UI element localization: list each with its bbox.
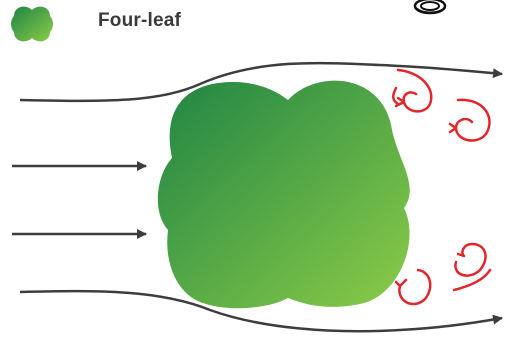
four-leaf-body: [157, 80, 410, 309]
legend-label: Four-leaf: [98, 10, 182, 31]
vortex-top-1: [394, 68, 433, 113]
vortex-top-2: [448, 98, 491, 142]
flow-line-bottom: [19, 289, 503, 333]
vortex-bottom-1: [394, 268, 432, 306]
scribble-logo-icon: [413, 0, 447, 15]
vortex-bottom-2: [454, 242, 487, 277]
flow-line-top: [19, 61, 503, 103]
vortex-top-3: [392, 86, 400, 106]
four-leaf-swatch-icon: [11, 6, 53, 42]
vortex-bottom-3: [452, 268, 492, 292]
